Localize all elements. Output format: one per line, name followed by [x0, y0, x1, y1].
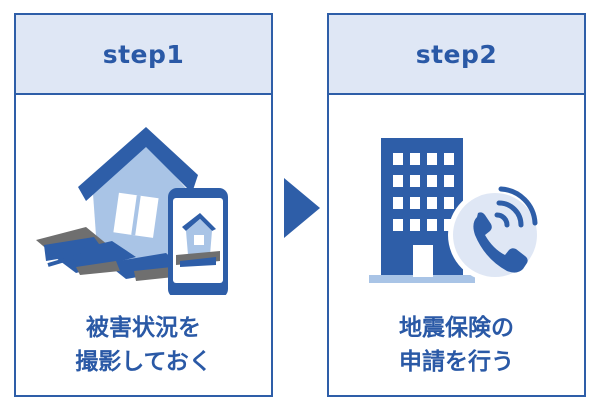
arrow-right-icon [284, 178, 320, 238]
office-building-icon [369, 138, 475, 283]
step2-caption-line1: 地震保険の [399, 315, 514, 341]
step1-caption-line2: 撮影しておく [75, 349, 212, 375]
step2-card: step2 [327, 13, 586, 397]
step1-card: step1 [14, 13, 273, 397]
step1-illustration [36, 127, 228, 295]
phone-call-icon [448, 186, 542, 282]
step1-header: step1 [16, 15, 271, 95]
step1-caption: 被害状況を 撮影しておく [16, 311, 271, 379]
step2-caption: 地震保険の 申請を行う [329, 311, 584, 379]
step2-illustration [369, 138, 542, 283]
step2-label: step2 [415, 39, 498, 69]
step2-header: step2 [329, 15, 584, 95]
step1-label: step1 [102, 39, 185, 69]
step1-caption-line1: 被害状況を [86, 315, 201, 341]
step2-caption-line2: 申請を行う [399, 349, 514, 375]
collapsed-house-icon [36, 127, 198, 281]
smartphone-icon [168, 188, 228, 295]
